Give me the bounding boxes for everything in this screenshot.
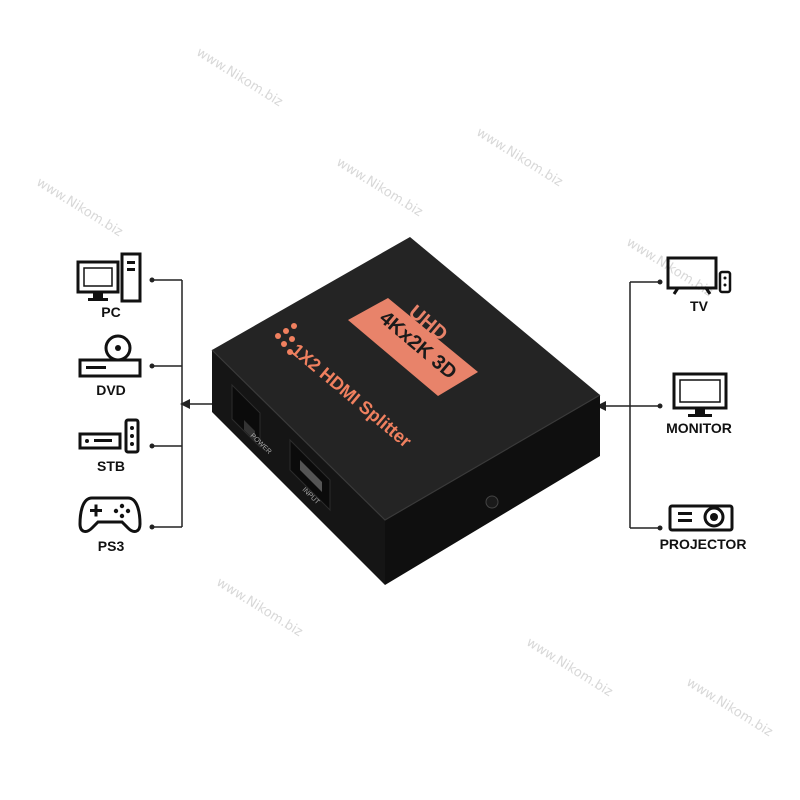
monitor-icon (672, 372, 728, 417)
pc-icon (76, 252, 142, 303)
projector-icon (668, 504, 734, 532)
destination-label-tv: TV (690, 298, 708, 314)
tv-icon (666, 256, 732, 295)
hdmi-splitter-device (211, 237, 601, 585)
gamepad-icon (78, 496, 142, 533)
destination-label-projector: PROJECTOR (659, 536, 747, 552)
destination-connector-lines (600, 281, 660, 529)
arrow-left-icon (180, 399, 190, 409)
dvd-icon (78, 334, 142, 378)
destination-label-monitor: MONITOR (666, 420, 732, 436)
stb-icon (78, 418, 140, 454)
brand-dots-icon (275, 323, 297, 355)
arrow-left-icon (596, 401, 606, 411)
screw-icon (485, 495, 499, 509)
source-label-dvd: DVD (96, 382, 126, 398)
source-label-ps3: PS3 (97, 538, 125, 554)
source-label-stb: STB (97, 458, 125, 474)
label-plate (348, 298, 478, 396)
source-label-pc: PC (101, 304, 121, 320)
